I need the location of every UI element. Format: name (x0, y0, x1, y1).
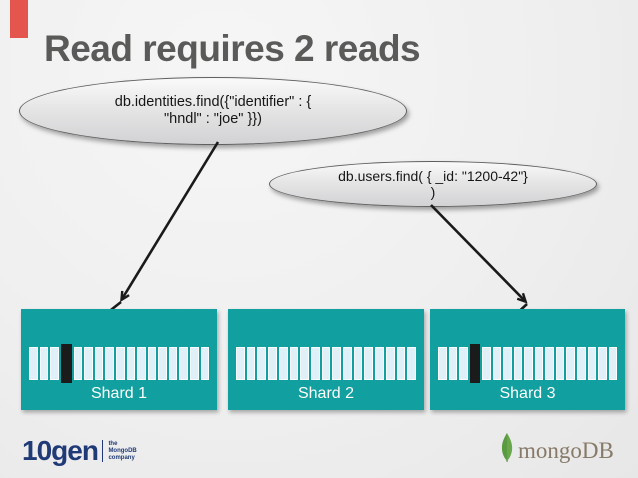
chunk (482, 347, 491, 380)
chunk (200, 347, 210, 380)
shard-3-box: Shard 3 (430, 309, 625, 410)
mongodb-logo: mongoDB (500, 428, 614, 462)
chunk-highlighted (469, 344, 481, 383)
chunk-row (236, 347, 416, 380)
chunk (94, 347, 104, 380)
chunk (73, 347, 83, 380)
chunk (407, 347, 416, 380)
chunk (385, 347, 395, 380)
chunk (608, 347, 618, 380)
chunk (158, 347, 167, 380)
chunk (300, 347, 309, 380)
chunk (137, 347, 146, 380)
chunk (566, 347, 575, 380)
chunk-row (438, 344, 618, 383)
chunk (105, 347, 114, 380)
chunk (598, 347, 607, 380)
chunk (343, 347, 352, 380)
tengen-tagline: the MongoDB company (108, 441, 136, 462)
chunk (289, 347, 299, 380)
chunk-highlighted (60, 344, 72, 383)
chunk (115, 347, 125, 380)
chunk (278, 347, 288, 380)
chunk (353, 347, 363, 380)
chunk (29, 347, 38, 380)
tengen-logo: 10gen the MongoDB company (22, 434, 137, 468)
shard-3-label: Shard 3 (499, 385, 556, 402)
chunk (179, 347, 188, 380)
chunk (84, 347, 93, 380)
chunk (168, 347, 178, 380)
chunk (513, 347, 523, 380)
chunk-row (29, 344, 210, 383)
chunk (555, 347, 565, 380)
tengen-tagline-line: company (108, 454, 135, 461)
tengen-tagline-line: the (108, 440, 118, 447)
chunk (321, 347, 331, 380)
chunk (39, 347, 49, 380)
callout-identities-line2: "hndl" : "joe" }}) (164, 111, 262, 127)
chunk (576, 347, 586, 380)
chunk (448, 347, 458, 380)
chunk (236, 347, 245, 380)
chunk (189, 347, 199, 380)
chunk (147, 347, 157, 380)
shard-1-box: Shard 1 (21, 309, 217, 410)
slide-accent-bar (10, 0, 28, 38)
slide-title: Read requires 2 reads (44, 28, 421, 69)
chunk (492, 347, 502, 380)
callout-identities-query: db.identities.find({"identifier" : { "hn… (19, 77, 407, 145)
chunk (268, 347, 277, 380)
tengen-wordmark: 10gen (22, 435, 99, 466)
chunk (50, 347, 59, 380)
chunk (364, 347, 374, 380)
mongodb-leaf-icon (501, 433, 513, 462)
tengen-divider (101, 440, 104, 462)
callout-users-query: db.users.find( { _id: "1200-42"} ) (269, 161, 597, 207)
chunk (375, 347, 384, 380)
shard-1-label: Shard 1 (90, 385, 148, 402)
tengen-tagline-line: MongoDB (108, 447, 137, 454)
chunk (246, 347, 256, 380)
chunk (310, 347, 320, 380)
chunk (126, 347, 136, 380)
chunk (545, 347, 554, 380)
chunk (534, 347, 544, 380)
shard-2-label: Shard 2 (297, 385, 355, 402)
mongodb-wordmark: mongoDB (518, 438, 614, 463)
chunk (459, 347, 468, 380)
chunk (503, 347, 512, 380)
callout-identities-line1: db.identities.find({"identifier" : { (114, 94, 312, 110)
chunk (438, 347, 447, 380)
callout-users-line2: ) (430, 184, 436, 200)
shard-2-box: Shard 2 (228, 309, 424, 410)
chunk (257, 347, 267, 380)
chunk (332, 347, 342, 380)
chunk (524, 347, 533, 380)
callout-users-line1: db.users.find( { _id: "1200-42"} (338, 168, 528, 184)
chunk (587, 347, 597, 380)
chunk (396, 347, 406, 380)
